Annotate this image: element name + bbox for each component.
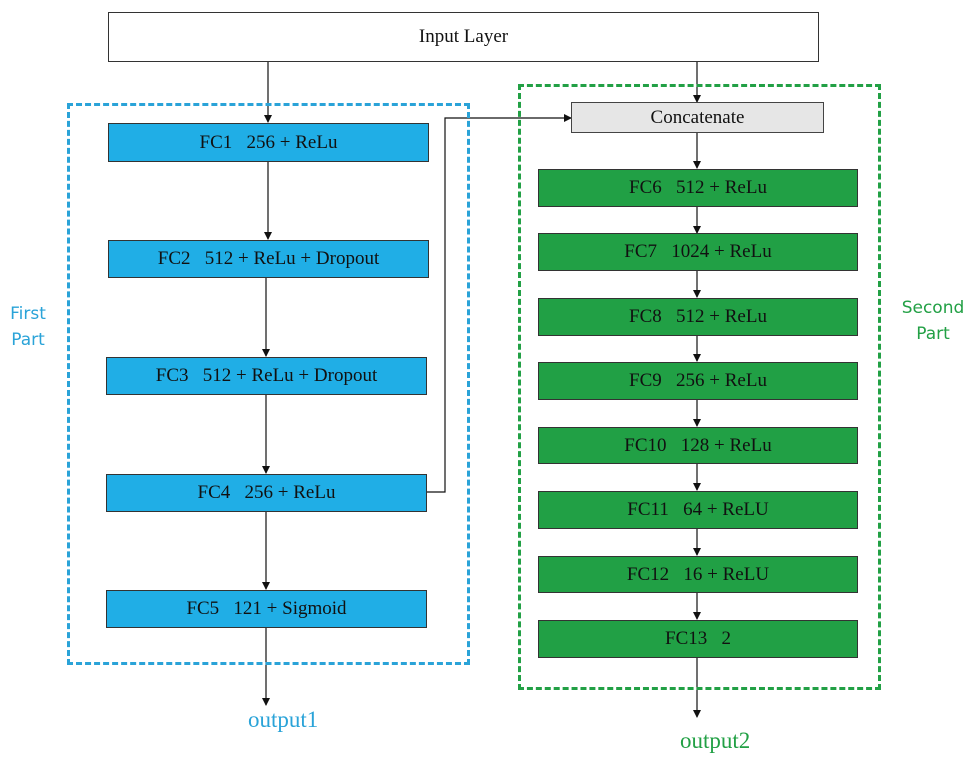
- first-part-label: First Part: [10, 304, 46, 350]
- fc13-node: FC13 2: [538, 620, 858, 658]
- fc5-node: FC5 121 + Sigmoid: [106, 590, 427, 628]
- fc3-node: FC3 512 + ReLu + Dropout: [106, 357, 427, 395]
- fc9-node: FC9 256 + ReLu: [538, 362, 858, 400]
- second-part-label: Second Part: [901, 298, 965, 344]
- first-part-group: [67, 103, 470, 665]
- fc8-node: FC8 512 + ReLu: [538, 298, 858, 336]
- fc2-node: FC2 512 + ReLu + Dropout: [108, 240, 429, 278]
- fc4-node: FC4 256 + ReLu: [106, 474, 427, 512]
- fc10-node: FC10 128 + ReLu: [538, 427, 858, 464]
- fc7-node: FC7 1024 + ReLu: [538, 233, 858, 271]
- output1-label: output1: [248, 707, 319, 732]
- arrow-fc4-concat: [427, 114, 572, 493]
- fc1-node: FC1 256 + ReLu: [108, 123, 429, 162]
- concatenate-node: Concatenate: [571, 102, 824, 133]
- second-part-group: [518, 84, 881, 690]
- fc12-node: FC12 16 + ReLU: [538, 556, 858, 593]
- fc6-node: FC6 512 + ReLu: [538, 169, 858, 207]
- output2-label: output2: [680, 728, 751, 753]
- fc11-node: FC11 64 + ReLU: [538, 491, 858, 529]
- input-layer-node: Input Layer: [108, 12, 819, 62]
